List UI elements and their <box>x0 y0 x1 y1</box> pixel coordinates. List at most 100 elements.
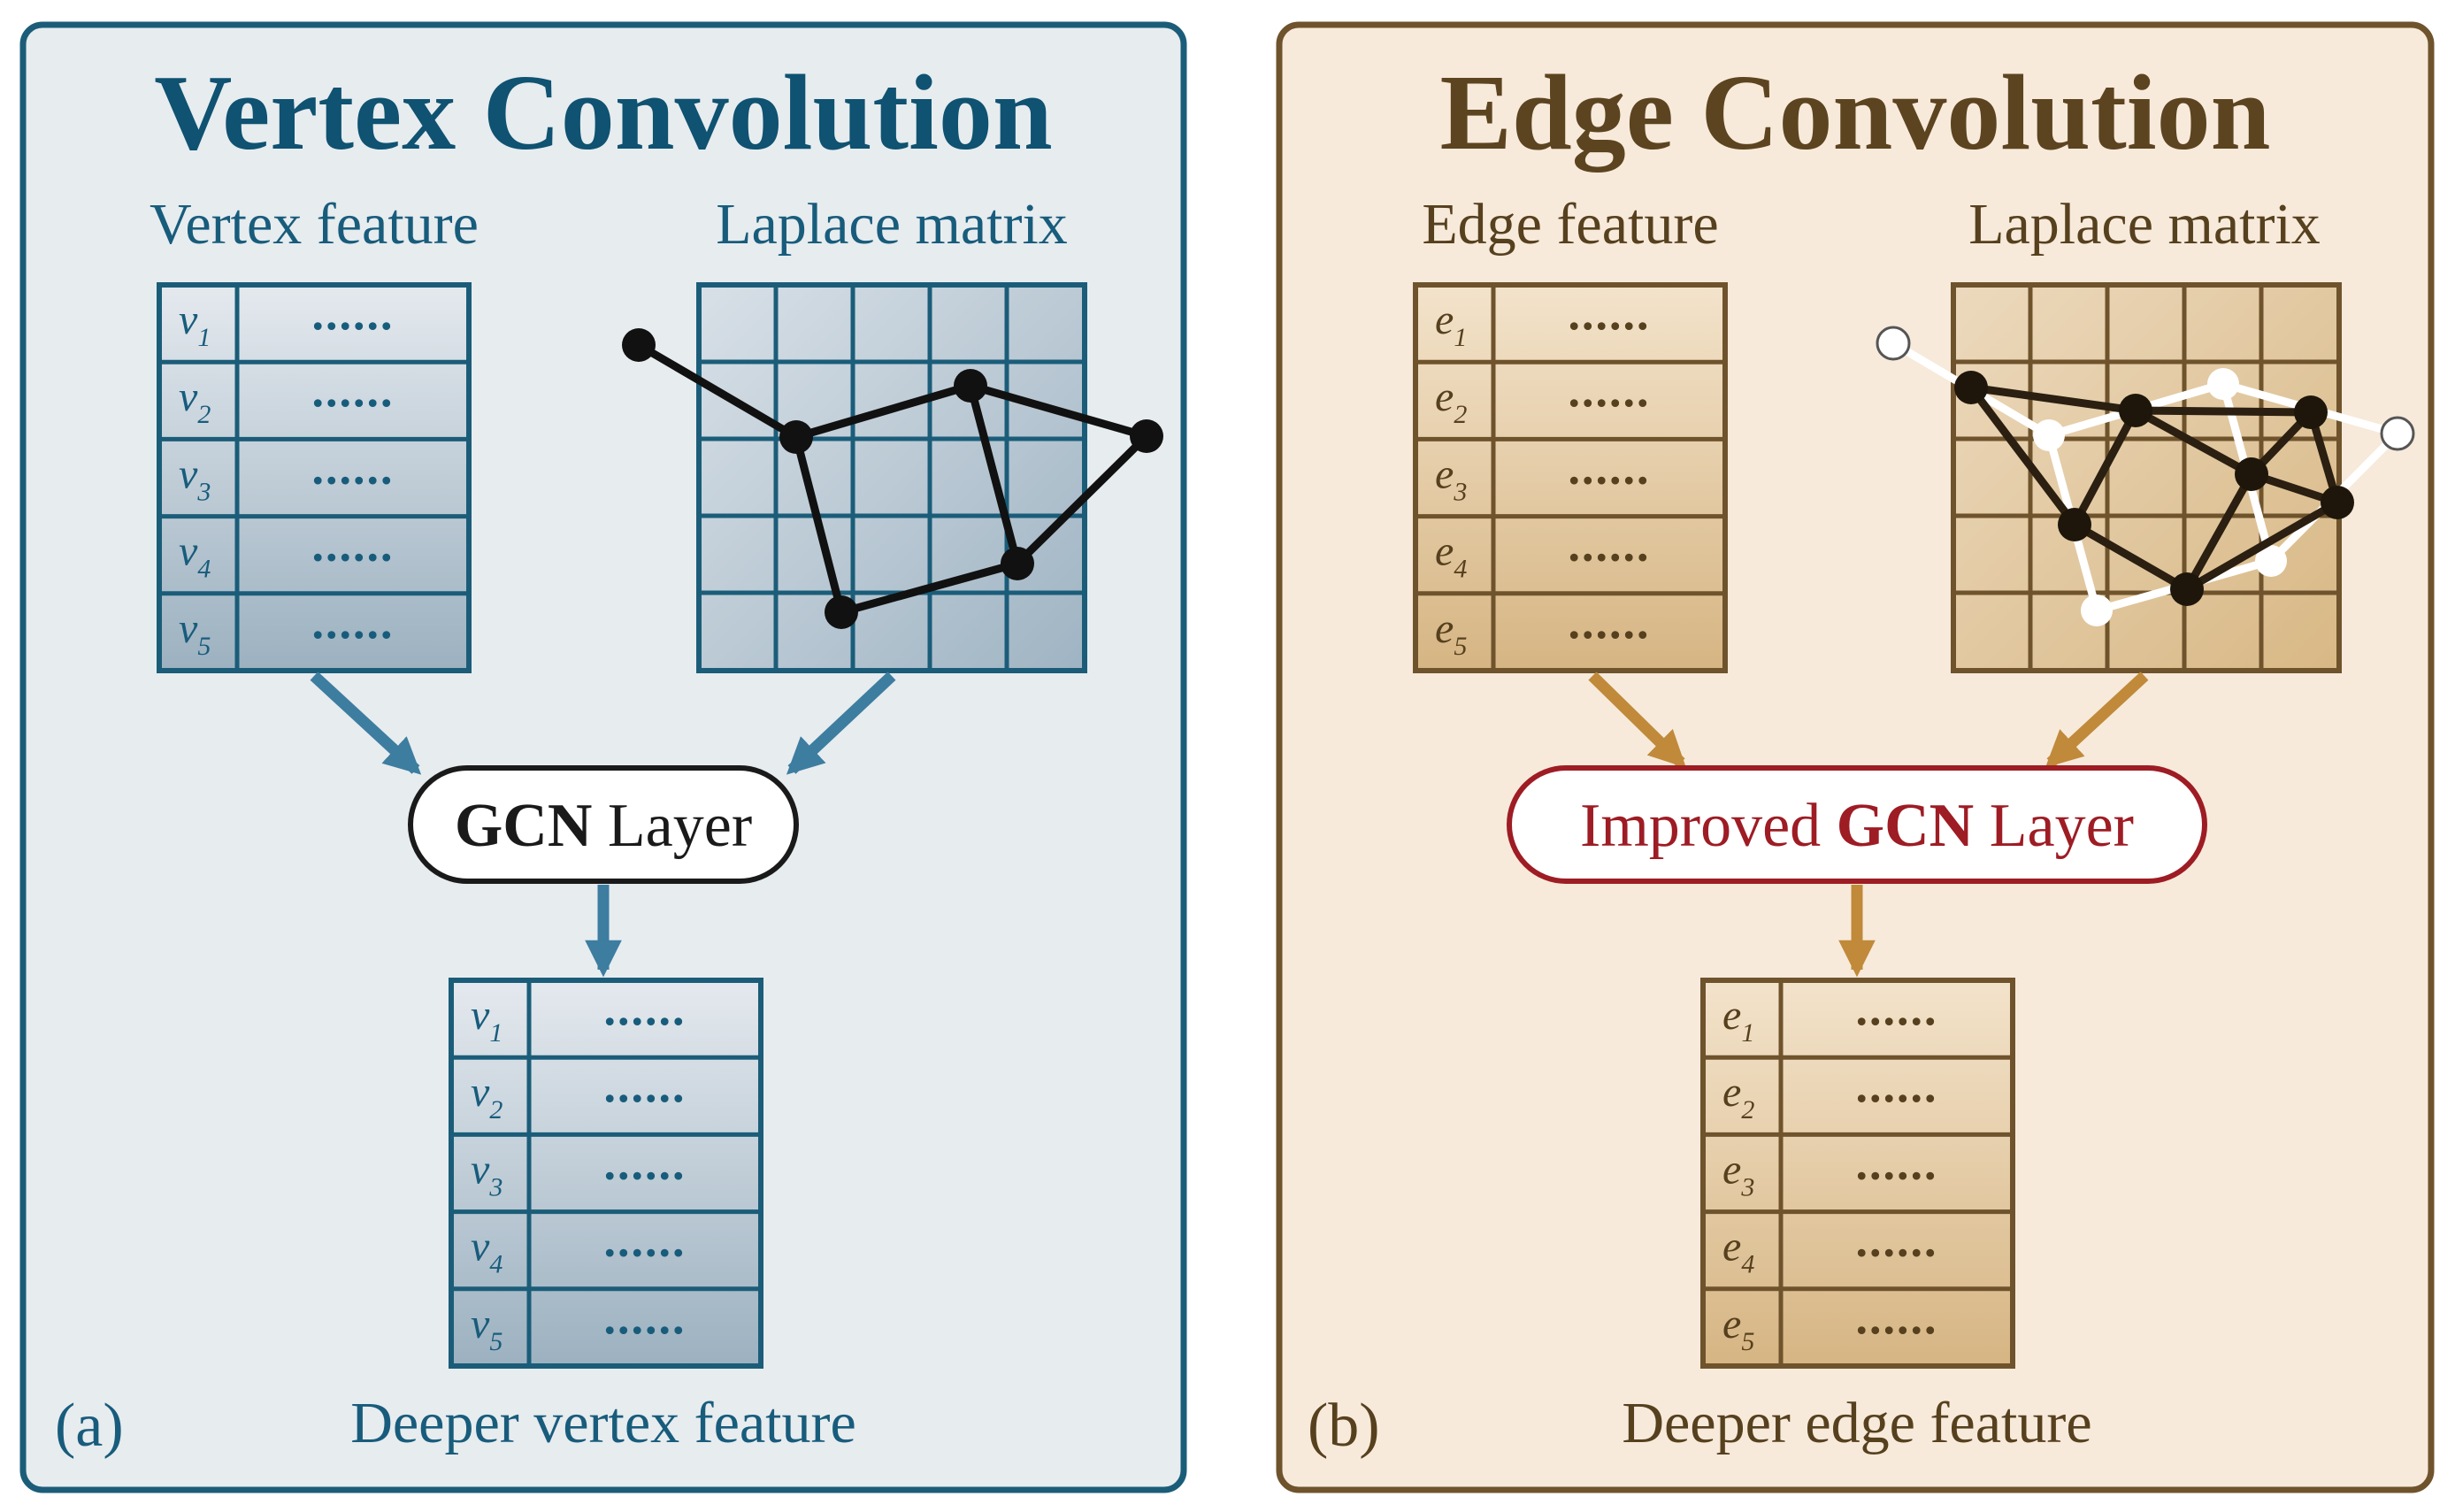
row-subscript: 1 <box>1741 1018 1754 1048</box>
row-variable-label: e4 <box>1435 528 1467 584</box>
row-variable: e <box>1435 296 1454 343</box>
row-variable-label: v2 <box>471 1069 503 1124</box>
table-row: e1...... <box>1435 287 1651 352</box>
table-gridlines <box>451 980 761 1366</box>
graph-node-light <box>2207 368 2239 400</box>
row-subscript: 2 <box>1741 1095 1754 1124</box>
table-row: v5...... <box>471 1291 687 1356</box>
vertex-feature-label: Vertex feature <box>150 192 479 257</box>
panel-vertex-convolution: Vertex Convolution Vertex feature Laplac… <box>19 21 1187 1493</box>
table-row: e5...... <box>1722 1291 1938 1356</box>
graph-node <box>2119 394 2152 427</box>
laplace-matrix-label-b: Laplace matrix <box>1968 192 2321 257</box>
row-variable: e <box>1722 1146 1741 1193</box>
row-subscript: 5 <box>489 1327 503 1356</box>
row-feature-values: ...... <box>312 287 395 340</box>
row-feature-values: ...... <box>604 1059 687 1112</box>
graph-node-light <box>2255 545 2287 577</box>
laplace-matrix-grid-a <box>696 282 1087 673</box>
row-variable: e <box>1722 1301 1741 1347</box>
table-background <box>157 282 472 673</box>
row-variable-label: e4 <box>1722 1224 1754 1279</box>
deeper-edge-feature-label: Deeper edge feature <box>1622 1391 2091 1455</box>
row-variable-label: v1 <box>471 992 503 1048</box>
row-variable: v <box>471 1069 490 1116</box>
table-row: v2...... <box>179 364 395 429</box>
row-variable: v <box>471 1224 490 1270</box>
row-variable-label: e2 <box>1435 373 1467 429</box>
row-subscript: 5 <box>197 632 211 661</box>
arrow-laplace-to-gcn-a <box>786 672 896 775</box>
panel-a-label: (a) <box>55 1392 124 1460</box>
row-feature-values: ...... <box>1569 441 1651 494</box>
row-subscript: 2 <box>1454 400 1467 429</box>
row-variable: e <box>1435 528 1454 575</box>
table-background <box>1413 282 1728 673</box>
table-row: e4...... <box>1435 518 1649 584</box>
row-feature-values: ...... <box>312 595 395 649</box>
row-subscript: 4 <box>197 555 211 584</box>
row-variable: e <box>1435 450 1454 497</box>
row-variable-label: v2 <box>179 373 211 429</box>
row-subscript: 3 <box>196 477 211 506</box>
table-row: e4...... <box>1722 1214 1938 1279</box>
row-feature-values: ...... <box>1569 287 1651 340</box>
row-variable: v <box>179 296 198 343</box>
graph-node-light <box>1876 326 1911 361</box>
graph-node <box>2235 457 2268 491</box>
row-feature-values: ...... <box>604 1291 687 1344</box>
arrow-feature-to-gcn-a <box>310 672 422 775</box>
row-variable: e <box>1722 1069 1741 1116</box>
improved-gcn-layer-box: Improved GCN Layer <box>1507 765 2207 884</box>
vertex-feature-table: v1......v2......v3......v4......v5...... <box>157 282 472 673</box>
row-subscript: 3 <box>488 1172 503 1201</box>
row-variable-label: v4 <box>179 528 211 584</box>
row-variable-label: e5 <box>1722 1301 1754 1356</box>
row-feature-values: ...... <box>1856 1291 1938 1344</box>
table-row: v3...... <box>179 441 395 506</box>
table-row: v2...... <box>471 1059 687 1124</box>
table-gridlines <box>1703 980 2013 1366</box>
row-subscript: 5 <box>1741 1327 1754 1356</box>
edge-feature-table: e1......e2......e3......e4......e5...... <box>1413 282 1728 673</box>
row-subscript: 2 <box>489 1095 503 1124</box>
row-subscript: 1 <box>489 1018 503 1048</box>
deeper-edge-feature-table: e1......e2......e3......e4......e5...... <box>1700 978 2015 1369</box>
row-subscript: 3 <box>1740 1172 1754 1201</box>
row-variable-label: e1 <box>1435 296 1467 352</box>
deeper-vertex-feature-label: Deeper vertex feature <box>350 1391 856 1455</box>
row-feature-values: ...... <box>1856 1214 1938 1267</box>
row-variable: e <box>1722 992 1741 1039</box>
table-gridlines <box>1415 285 1725 671</box>
row-subscript: 5 <box>1454 632 1467 661</box>
table-row: e2...... <box>1722 1059 1938 1124</box>
row-subscript: 3 <box>1453 477 1467 506</box>
row-feature-values: ...... <box>312 364 395 417</box>
arrow-feature-to-gcn-b <box>1588 672 1686 768</box>
arrow-laplace-to-gcn-b <box>2045 672 2149 768</box>
row-variable: v <box>179 450 198 497</box>
panel-b-label: (b) <box>1308 1392 1380 1460</box>
row-variable-label: v4 <box>471 1224 503 1279</box>
row-variable: v <box>471 1146 490 1193</box>
table-row: v4...... <box>179 518 393 584</box>
graph-node <box>2321 486 2354 519</box>
row-subscript: 4 <box>489 1250 503 1279</box>
panel-a-title: Vertex Convolution <box>154 53 1053 173</box>
edge-graph <box>1876 326 2415 626</box>
row-variable: e <box>1722 1224 1741 1270</box>
row-subscript: 4 <box>1454 555 1467 584</box>
row-variable-label: v5 <box>471 1301 503 1356</box>
row-variable: v <box>179 373 198 420</box>
row-feature-values: ...... <box>1856 1059 1938 1112</box>
row-variable: v <box>179 605 198 652</box>
graph-node <box>2294 395 2328 429</box>
panel-b-title: Edge Convolution <box>1440 53 2271 173</box>
row-subscript: 1 <box>1454 323 1467 352</box>
improved-gcn-layer-label: Improved GCN Layer <box>1580 792 2134 860</box>
row-feature-values: ...... <box>1569 364 1651 417</box>
graph-node <box>1001 547 1034 580</box>
table-gridlines <box>159 285 469 671</box>
row-feature-values: ...... <box>312 441 395 494</box>
